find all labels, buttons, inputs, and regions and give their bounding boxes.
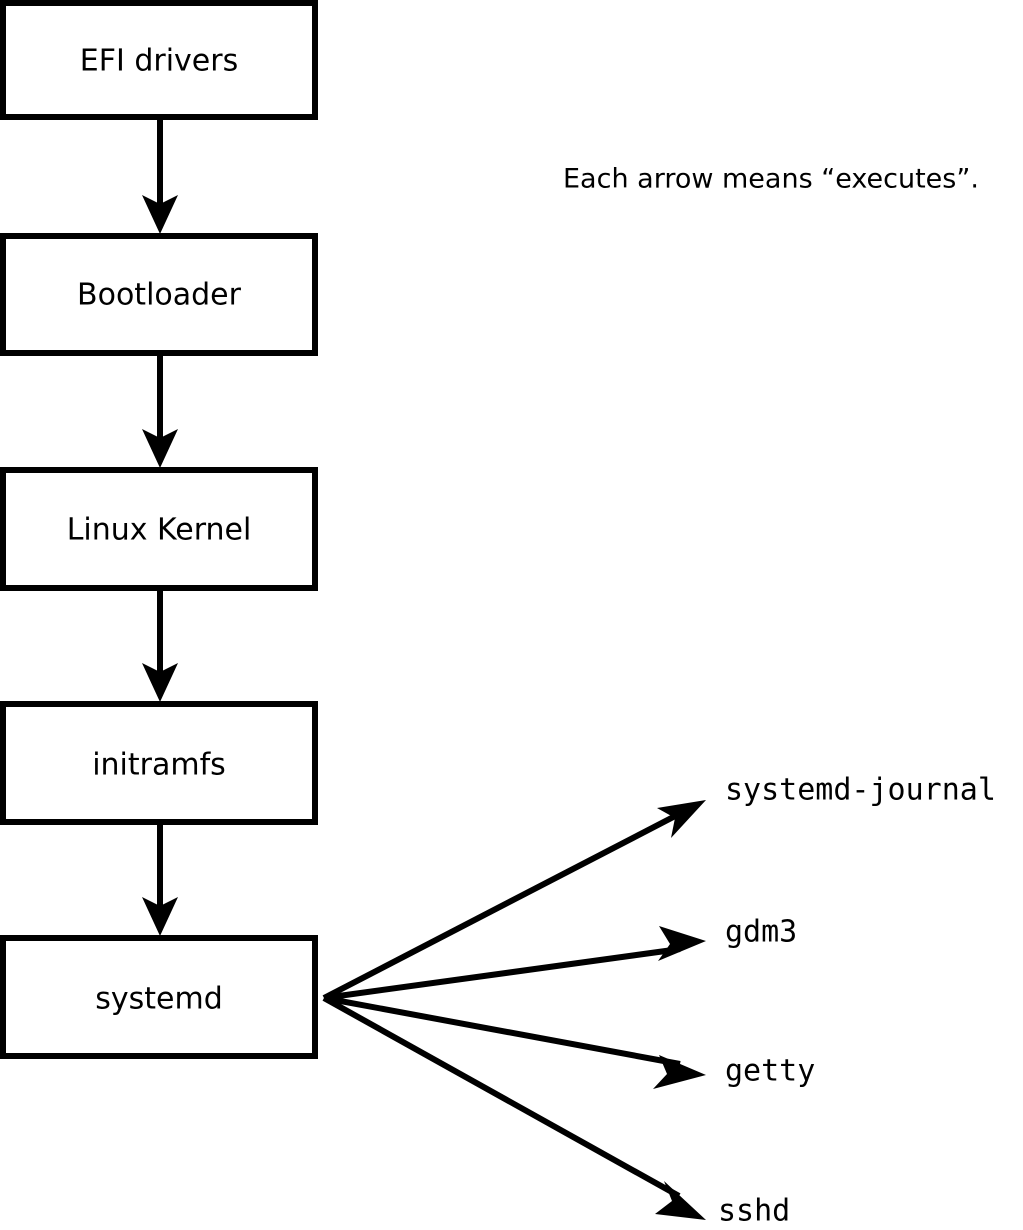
fan-arrow-systemd-to-getty: [323, 995, 706, 1089]
box-label: EFI drivers: [80, 44, 238, 79]
box-label: initramfs: [92, 748, 226, 783]
leaf-label-gdm3: gdm3: [725, 915, 797, 950]
fan-arrow-systemd-to-sshd: [322, 995, 706, 1220]
box-outline: [0, 935, 318, 1059]
box-label: Linux Kernel: [67, 513, 252, 548]
arrow-head-icon: [653, 1055, 706, 1089]
fan-arrow-shaft: [323, 946, 681, 1001]
box-efi-drivers[interactable]: EFI drivers: [0, 0, 318, 120]
leaf-label-sshd: sshd: [718, 1194, 790, 1229]
arrow-head-down-icon: [142, 663, 178, 702]
leaf-label-systemd-journal: systemd-journal: [725, 773, 996, 808]
flow-arrow-initramfs-to-systemd: [142, 822, 178, 936]
fan-arrow-shaft: [322, 810, 683, 1001]
flow-arrow-kernel-to-initramfs: [142, 588, 178, 702]
arrow-head-icon: [655, 1181, 706, 1220]
fan-arrow-systemd-to-systemd-journal: [322, 800, 706, 1001]
fan-arrow-systemd-to-gdm3: [323, 926, 706, 1001]
flow-arrow-bootloader-to-kernel: [142, 353, 178, 468]
arrow-head-down-icon: [142, 195, 178, 234]
arrow-head-icon: [658, 926, 706, 961]
box-label: Bootloader: [77, 278, 242, 313]
box-outline: [0, 0, 318, 120]
box-outline: [0, 467, 318, 591]
fan-arrow-shaft: [323, 995, 681, 1067]
box-label: systemd: [95, 982, 223, 1017]
arrow-head-down-icon: [142, 897, 178, 936]
flow-arrow-efi-to-bootloader: [142, 117, 178, 234]
arrow-head-icon: [657, 800, 706, 838]
box-linux-kernel[interactable]: Linux Kernel: [0, 467, 318, 591]
box-outline: [0, 233, 318, 356]
box-outline: [0, 701, 318, 825]
leaf-label-getty: getty: [725, 1054, 815, 1089]
arrow-head-down-icon: [142, 429, 178, 468]
box-systemd[interactable]: systemd: [0, 935, 318, 1059]
legend-note: Each arrow means “executes”.: [563, 164, 979, 195]
fan-arrow-shaft: [322, 995, 681, 1199]
box-bootloader[interactable]: Bootloader: [0, 233, 318, 356]
box-initramfs[interactable]: initramfs: [0, 701, 318, 825]
